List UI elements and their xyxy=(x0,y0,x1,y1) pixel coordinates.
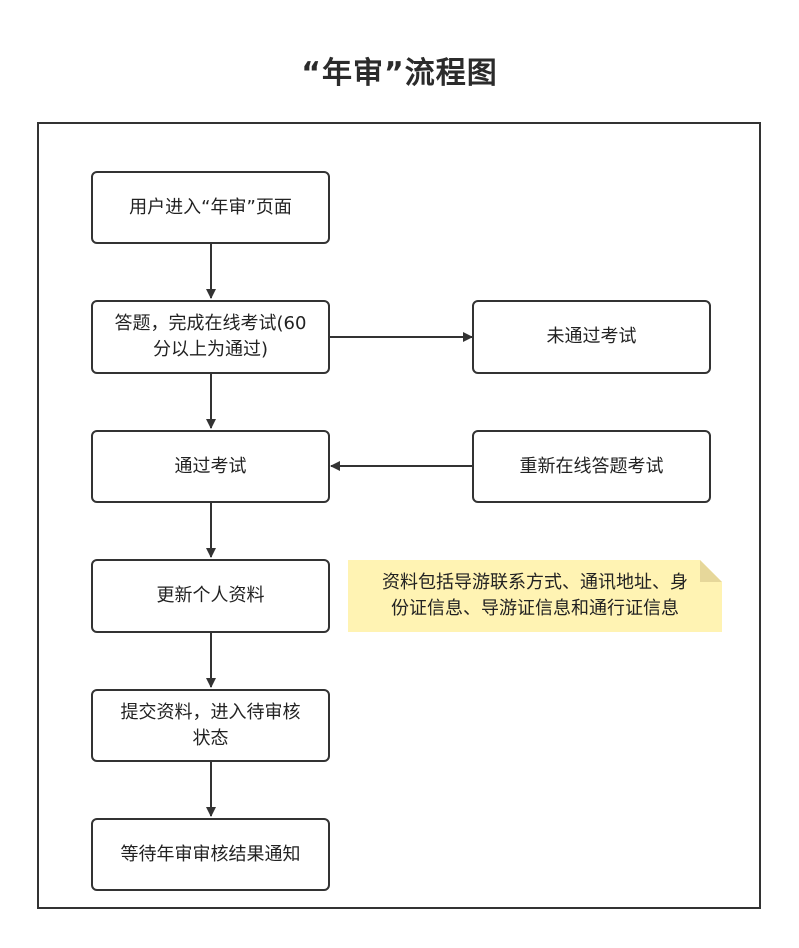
node-await-result: 等待年审审核结果通知 xyxy=(91,818,330,891)
node-online-exam-line2: 分以上为通过) xyxy=(152,339,269,360)
node-enter-annual-review: 用户进入“年审”页面 xyxy=(91,171,330,244)
node-update-profile: 更新个人资料 xyxy=(91,559,330,633)
node-submit-line1: 提交资料，进入待审核 xyxy=(120,701,301,723)
note-profile-materials: 资料包括导游联系方式、通讯地址、身 份证信息、导游证信息和通行证信息 xyxy=(348,560,722,632)
node-exam-passed: 通过考试 xyxy=(91,430,330,503)
diagram-frame xyxy=(37,122,761,909)
page-title: “年审”流程图 xyxy=(301,56,498,91)
note-shape xyxy=(348,560,722,632)
node-online-exam-line1: 答题，完成在线考试(60 xyxy=(114,313,307,334)
node-submit-materials: 提交资料，进入待审核 状态 xyxy=(91,689,330,762)
node-submit-line2: 状态 xyxy=(192,727,229,749)
node-exam-failed: 未通过考试 xyxy=(472,300,711,374)
note-line2: 份证信息、导游证信息和通行证信息 xyxy=(391,598,679,619)
note-line1: 资料包括导游联系方式、通讯地址、身 xyxy=(382,572,688,593)
node-online-exam: 答题，完成在线考试(60 分以上为通过) xyxy=(91,300,330,374)
note-fold xyxy=(700,560,722,582)
node-retake-exam: 重新在线答题考试 xyxy=(472,430,711,503)
